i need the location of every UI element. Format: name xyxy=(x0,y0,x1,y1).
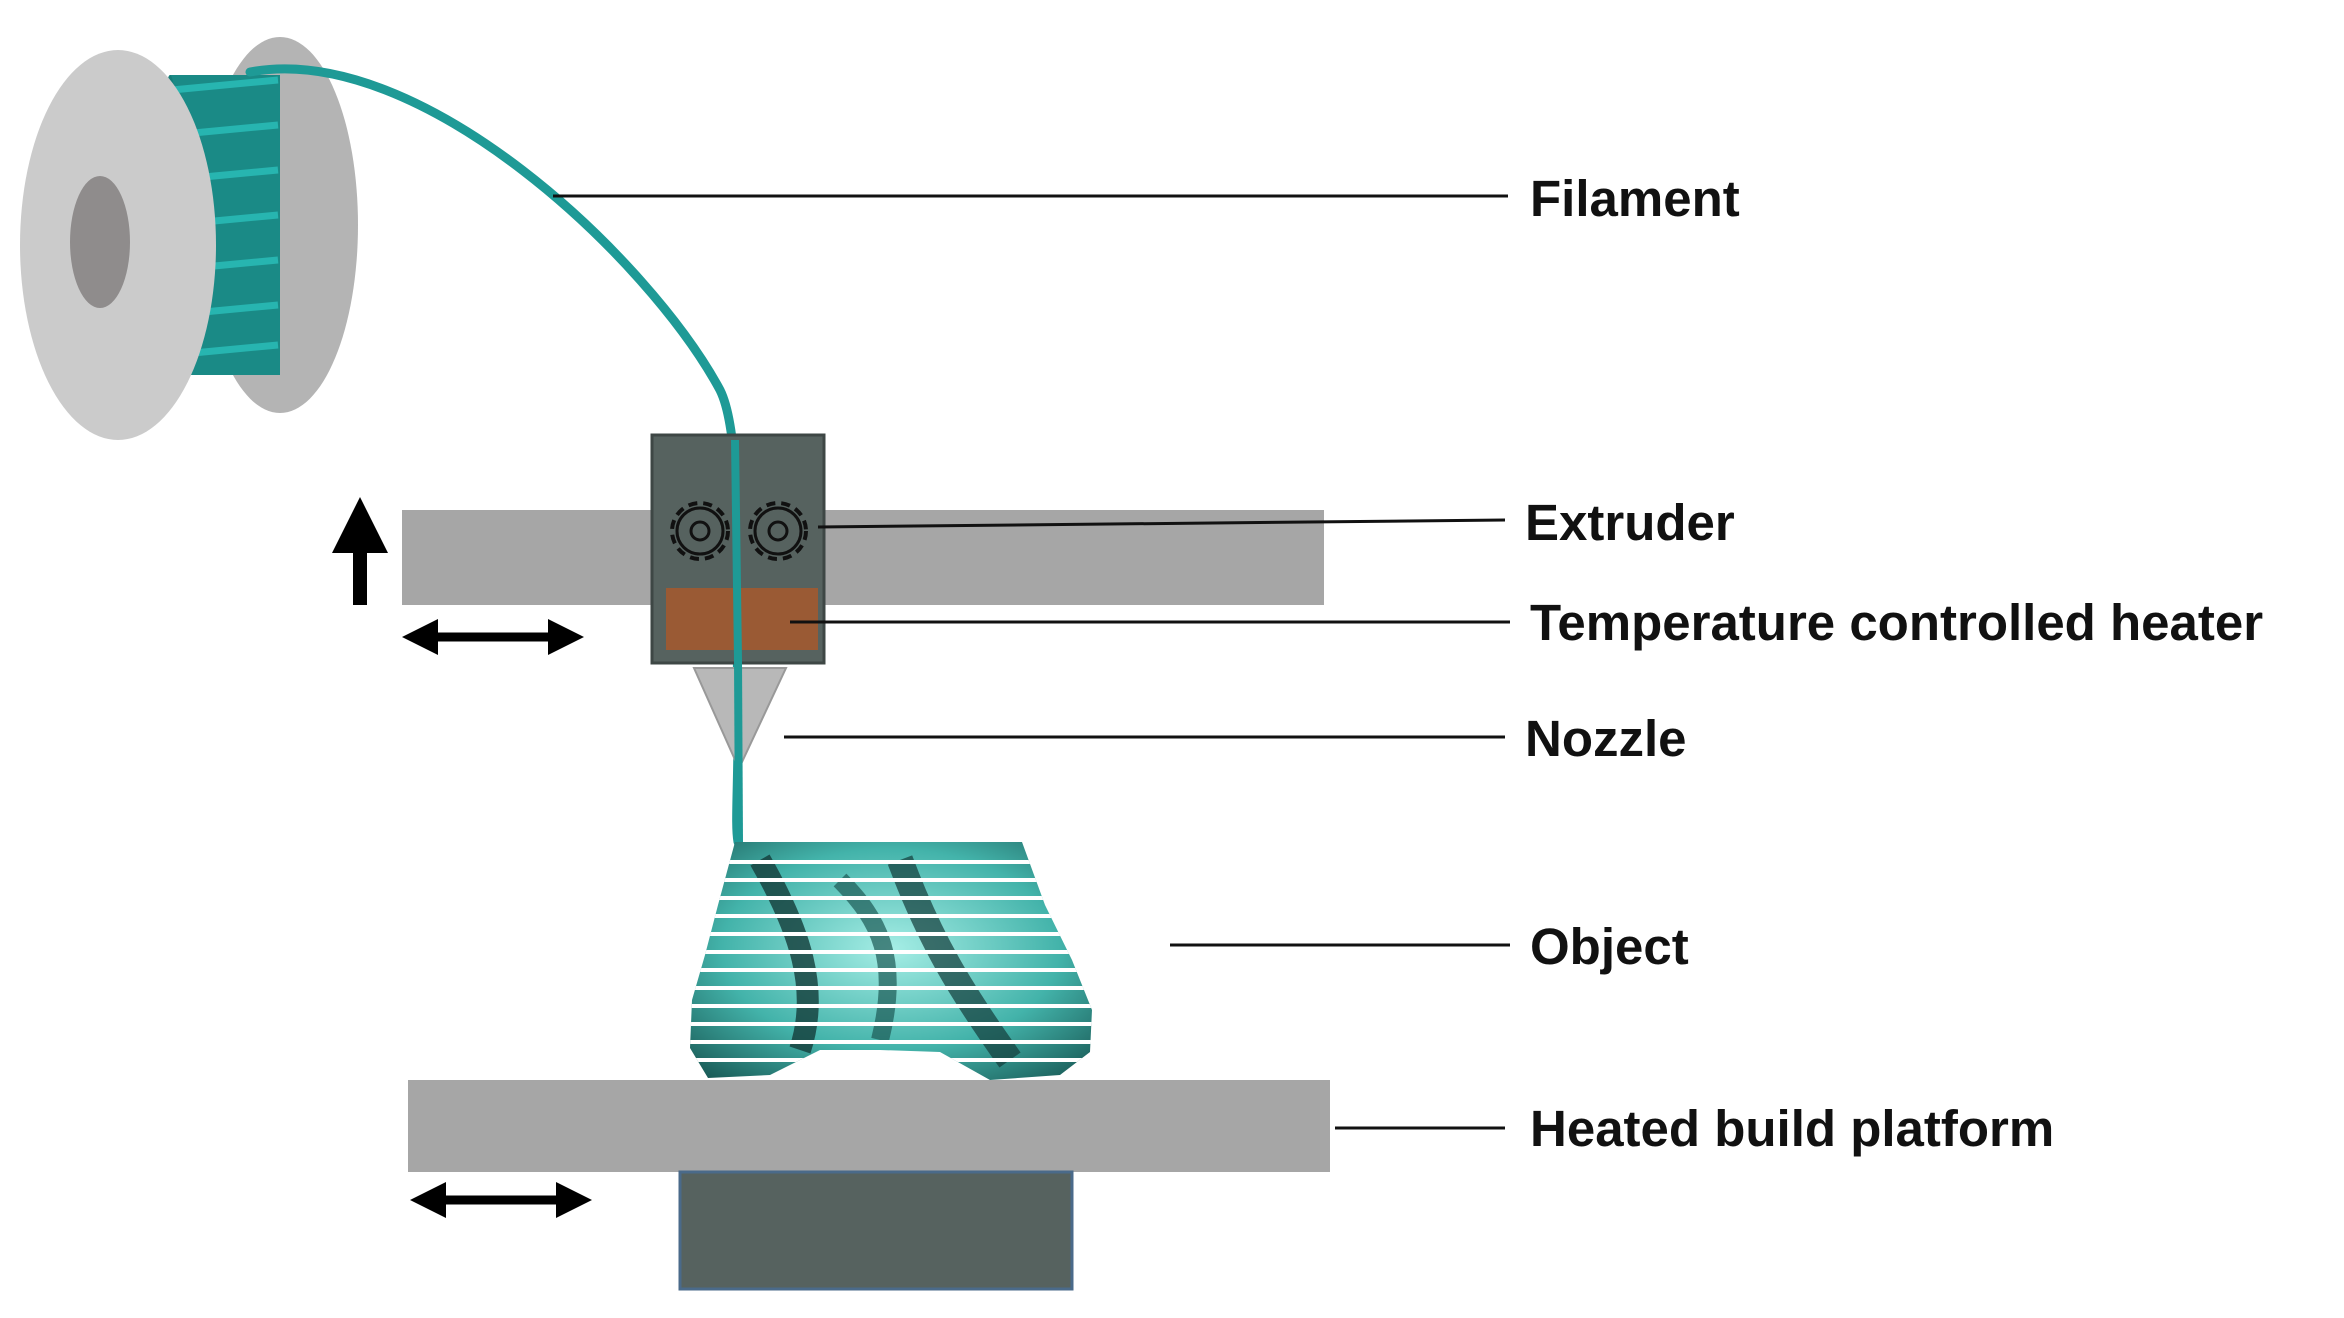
label-extruder: Extruder xyxy=(1525,494,1735,551)
extruder-head xyxy=(650,433,826,665)
heater-block xyxy=(666,588,818,650)
leader-line-extruder xyxy=(817,518,1506,529)
gear-icon xyxy=(670,501,730,561)
label-filament: Filament xyxy=(1530,170,1740,227)
label-platform: Heated build platform xyxy=(1530,1100,2054,1157)
label-object: Object xyxy=(1530,918,1689,975)
heated-build-platform xyxy=(408,1080,1330,1172)
label-heater: Temperature controlled heater xyxy=(1530,594,2263,651)
platform-base-block xyxy=(678,1170,1074,1291)
filament-spool-icon xyxy=(20,37,358,440)
label-nozzle: Nozzle xyxy=(1525,710,1687,767)
printed-object xyxy=(690,842,1092,1080)
gear-icon xyxy=(748,501,808,561)
